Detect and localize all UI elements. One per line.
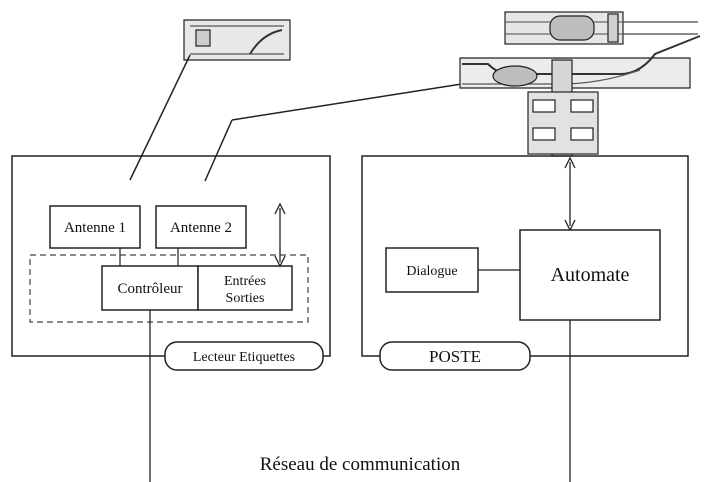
track-section-right — [459, 11, 701, 157]
io-box: Entrées Sorties — [197, 265, 293, 311]
plc-box: Automate — [519, 229, 661, 321]
reader-tag: Lecteur Etiquettes — [164, 341, 324, 371]
station-tag-label: POSTE — [429, 347, 481, 366]
antenna1-link-line — [129, 54, 191, 181]
antenna2-link-line-upper — [231, 77, 501, 121]
reader-bidirectional-arrow — [274, 202, 286, 268]
station-bidirectional-arrow — [564, 156, 576, 232]
io-label-line2: Sorties — [226, 291, 265, 306]
track-section-left — [183, 19, 291, 61]
station-tag: POSTE — [379, 341, 531, 371]
dialog-box: Dialogue — [385, 247, 479, 293]
dialog-label: Dialogue — [406, 264, 457, 279]
reader-tag-label: Lecteur Etiquettes — [193, 350, 295, 365]
controller-box: Contrôleur — [101, 265, 199, 311]
antenna2-link-line — [204, 119, 233, 182]
plc-label: Automate — [551, 264, 630, 286]
network-label: Réseau de communication — [260, 454, 461, 475]
antenna2-box: Antenne 2 — [155, 205, 247, 249]
io-label-line1: Entrées — [224, 274, 266, 289]
reader-internal-dashed-box — [29, 254, 309, 323]
antenna2-label: Antenne 2 — [170, 220, 232, 236]
controller-label: Contrôleur — [118, 281, 183, 297]
reader-frame — [11, 155, 331, 357]
antenna1-box: Antenne 1 — [49, 205, 141, 249]
antenna1-label: Antenne 1 — [64, 220, 126, 236]
